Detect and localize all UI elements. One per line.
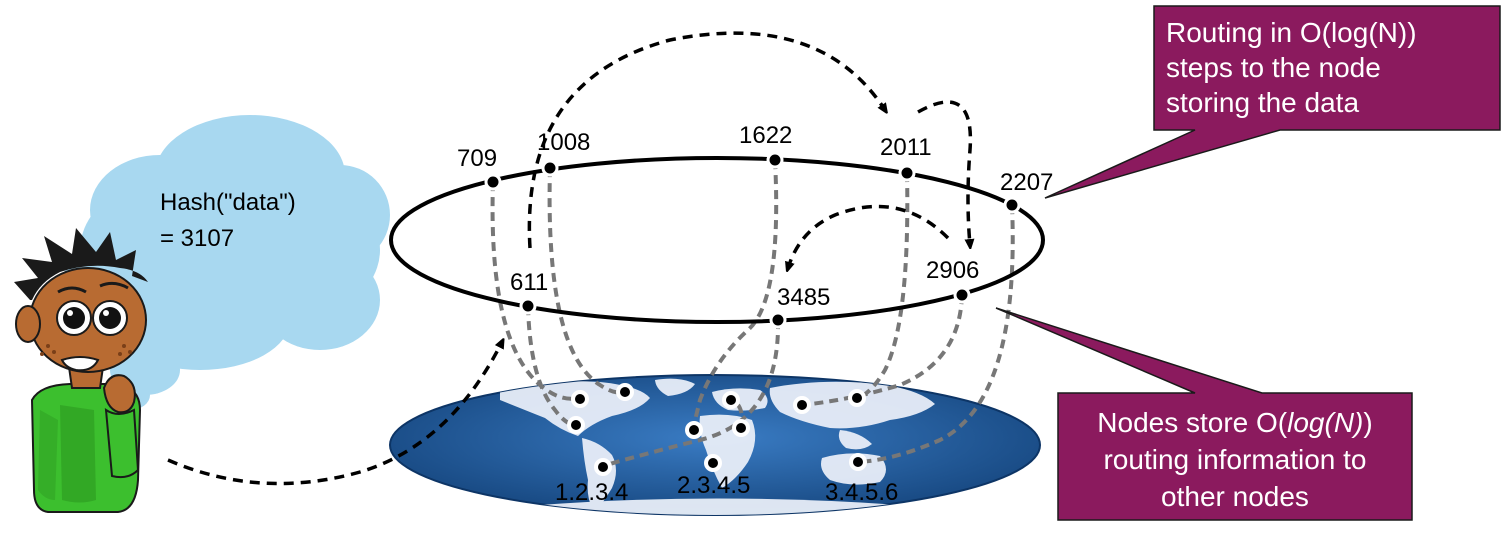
map-node[interactable]	[571, 390, 589, 408]
link-2906	[801, 294, 964, 407]
ip-label-2: 2.3.4.5	[677, 472, 750, 499]
route-arrow-2	[917, 100, 970, 245]
ring-node-709[interactable]	[484, 173, 502, 191]
link-1008	[547, 167, 626, 395]
hair	[14, 228, 148, 300]
chord-ring	[389, 156, 1045, 324]
ring-node-2207[interactable]	[1003, 196, 1021, 214]
ip-labels: 1.2.3.4 2.3.4.5 3.4.5.6	[555, 472, 898, 506]
cloud-line-1: Hash("data")	[160, 189, 296, 216]
label-611: 611	[510, 269, 548, 296]
ip-label-3: 3.4.5.6	[825, 479, 898, 506]
route-arrow-1	[527, 31, 885, 249]
map-node[interactable]	[722, 391, 740, 409]
label-1008: 1008	[537, 129, 590, 156]
callout-bottom-line-1: Nodes store O(log(N))	[1097, 407, 1372, 438]
label-2011: 2011	[880, 134, 932, 161]
label-1622: 1622	[739, 122, 792, 149]
hash-arrow	[167, 342, 502, 486]
mouth	[60, 356, 100, 372]
link-709	[490, 181, 579, 401]
ring-node-labels: 709 1008 1622 2011 2207 2906 3485 611	[457, 122, 1053, 311]
ring-node-611[interactable]	[519, 297, 537, 315]
map-nodes	[567, 383, 867, 476]
map-node[interactable]	[567, 416, 585, 434]
callout-bottom-line-3: other nodes	[1161, 481, 1309, 512]
callout-top-line-1: Routing in O(log(N))	[1166, 17, 1417, 48]
map-node[interactable]	[732, 419, 750, 437]
link-2207	[857, 204, 1015, 464]
link-1622	[690, 159, 779, 434]
cloud-line-2: = 3107	[160, 225, 234, 252]
ring-nodes	[484, 151, 1021, 329]
ring-node-1622[interactable]	[766, 151, 784, 169]
label-3485: 3485	[777, 284, 830, 311]
person-illustration	[14, 228, 148, 513]
callout-top-line-2: steps to the node	[1166, 52, 1381, 83]
link-3485	[602, 319, 781, 468]
ring-node-3485[interactable]	[769, 311, 787, 329]
map-node[interactable]	[704, 454, 722, 472]
label-2906: 2906	[926, 257, 979, 284]
hand	[102, 374, 136, 414]
ring-node-2906[interactable]	[953, 286, 971, 304]
ring-node-1008[interactable]	[541, 159, 559, 177]
map-node[interactable]	[616, 383, 634, 401]
label-709: 709	[457, 145, 497, 172]
callout-bottom: Nodes store O(log(N)) routing informatio…	[995, 307, 1413, 521]
routing-arrows	[167, 31, 970, 486]
map-node[interactable]	[793, 396, 811, 414]
ring-to-map-links	[490, 159, 1015, 468]
callout-bottom-line-2: routing information to	[1103, 444, 1366, 475]
map-node[interactable]	[848, 389, 866, 407]
route-arrow-3	[788, 204, 950, 268]
ip-label-1: 1.2.3.4	[555, 479, 628, 506]
map-node[interactable]	[849, 453, 867, 471]
callout-top: Routing in O(log(N)) steps to the node s…	[1044, 5, 1501, 199]
link-2011	[856, 172, 910, 400]
label-2207: 2207	[1000, 169, 1053, 196]
map-node[interactable]	[594, 458, 612, 476]
map-node[interactable]	[685, 421, 703, 439]
ring-node-2011[interactable]	[898, 164, 916, 182]
callout-top-line-3: storing the data	[1166, 87, 1359, 118]
